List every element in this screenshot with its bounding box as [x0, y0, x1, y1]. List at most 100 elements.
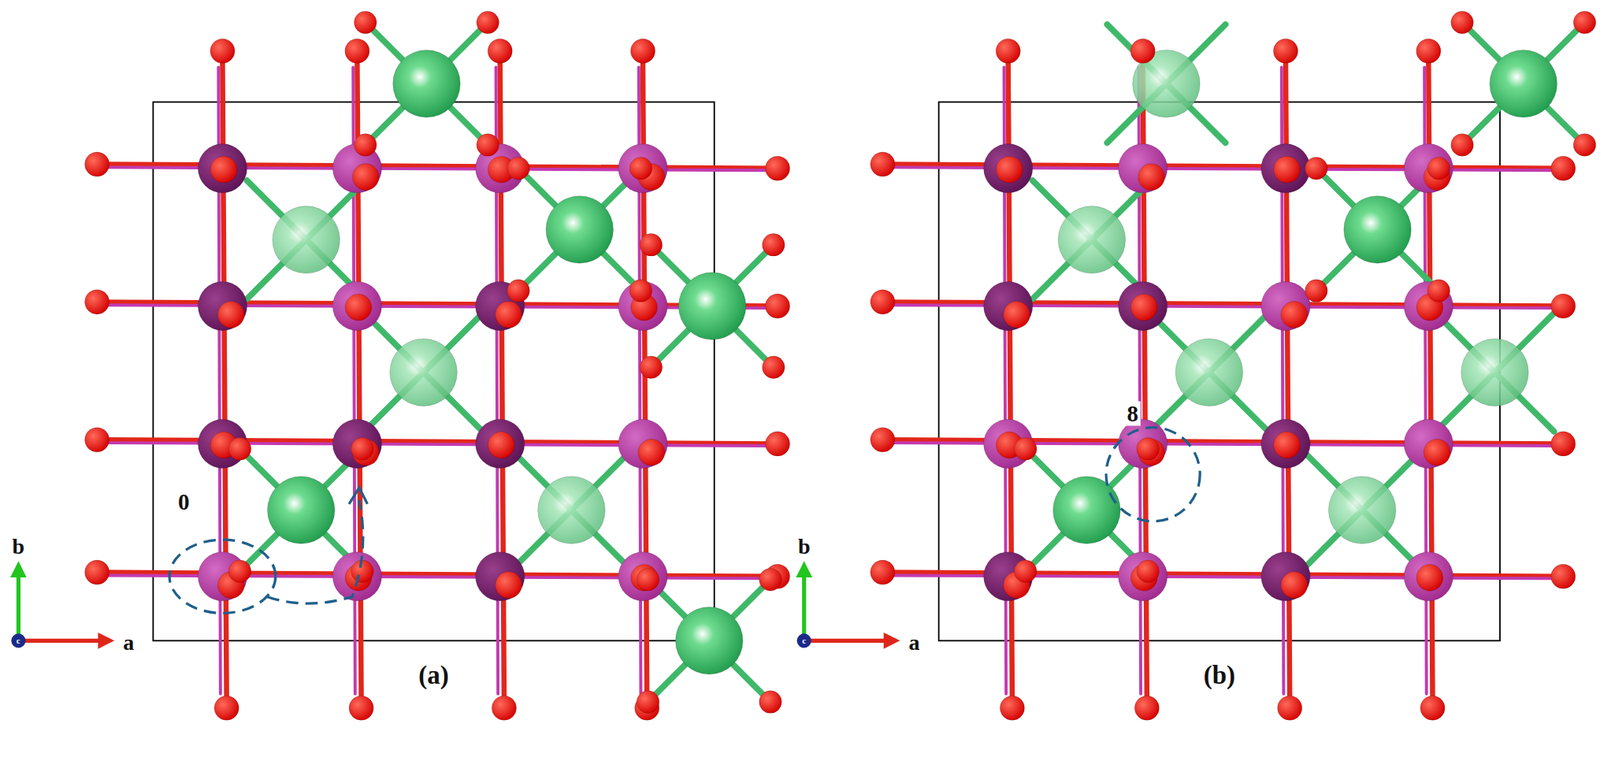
metal-atom [332, 281, 382, 331]
oxygen-atom [1551, 564, 1576, 589]
oxygen-atom [764, 293, 790, 319]
oxygen-atom [1420, 695, 1445, 721]
metal-atom [475, 419, 525, 468]
oxygen-atom [638, 438, 665, 466]
metal-atom [618, 144, 668, 194]
axis-a-head [883, 632, 901, 650]
metal-atom [983, 144, 1033, 194]
oxygen-atom [85, 427, 110, 453]
axis-label: b [798, 535, 811, 558]
oxygen-atom [1427, 279, 1450, 302]
oxygen-atom [354, 11, 377, 34]
axis-label: b [12, 535, 26, 558]
metal-atom [1261, 281, 1311, 331]
oxygen-atom [1416, 38, 1441, 64]
oxygen-atom [351, 438, 374, 461]
oxygen-atom [1273, 155, 1301, 183]
oxygen-atom [1551, 155, 1576, 181]
cation-atom [389, 338, 457, 406]
oxygen-atom [1013, 438, 1036, 461]
metal-atom [1118, 552, 1168, 602]
metal-atom [1261, 419, 1311, 468]
oxygen-atom [214, 695, 239, 721]
oxygen-atom [870, 152, 895, 177]
oxygen-atom [85, 152, 110, 177]
oxygen-atom [1423, 438, 1451, 466]
oxygen-atom [759, 567, 782, 591]
oxygen-atom [351, 560, 374, 583]
metal-atom [197, 281, 247, 331]
metal-atom [1118, 144, 1168, 194]
oxygen-atom [1273, 38, 1298, 64]
callout-number: 8 [1124, 400, 1142, 426]
axis-a [22, 638, 103, 643]
oxygen-atom [999, 695, 1025, 721]
cation-atom [675, 607, 743, 675]
oxygen-atom [1273, 431, 1301, 459]
oxygen-atom [210, 155, 238, 183]
oxygen-atom [1551, 431, 1576, 457]
oxygen-atom [1451, 133, 1474, 156]
axis-label: a [909, 631, 921, 654]
cation-atom [267, 476, 335, 544]
callout-number: 0 [175, 490, 193, 515]
cation-atom [1343, 196, 1411, 264]
axis-label: c [801, 636, 806, 646]
oxygen-atom [870, 427, 895, 453]
oxygen-atom [228, 438, 251, 461]
oxygen-atom [228, 560, 251, 583]
oxygen-atom [1416, 564, 1444, 591]
oxygen-atom [870, 560, 895, 585]
oxygen-atom [636, 567, 659, 591]
oxygen-atom [1130, 293, 1158, 321]
metal-atom [197, 144, 247, 194]
oxygen-atom [1138, 163, 1166, 191]
axis-label: c [16, 636, 21, 646]
oxygen-atom [348, 695, 374, 721]
oxygen-atom [1277, 695, 1303, 721]
metal-atom [1118, 281, 1168, 331]
oxygen-atom [1134, 695, 1159, 721]
oxygen-atom [1573, 133, 1596, 156]
site-path [267, 500, 363, 604]
site-marker [169, 539, 276, 613]
cation-atom [1489, 49, 1557, 117]
cation-atom [272, 206, 340, 274]
oxygen-atom [762, 356, 785, 379]
oxygen-atom [476, 133, 499, 156]
panel-label: (a) [418, 662, 449, 689]
metal-atom [1261, 552, 1311, 602]
cation-atom [1053, 476, 1121, 544]
axis-c [11, 633, 26, 648]
oxygen-atom [495, 301, 523, 329]
metal-atom [475, 552, 525, 602]
cation-atom [1058, 206, 1125, 274]
oxygen-atom [354, 133, 377, 156]
axis-a-head [97, 632, 115, 650]
oxygen-atom [1305, 156, 1328, 179]
oxygen-atom [764, 155, 790, 181]
metal-atom [983, 281, 1033, 331]
site-arrow [348, 487, 368, 505]
metal-atom [1403, 419, 1453, 468]
oxygen-atom [507, 279, 530, 302]
axis-b-head [10, 560, 27, 578]
cation-atom [678, 272, 746, 340]
oxygen-atom [1551, 293, 1576, 319]
oxygen-atom [759, 690, 782, 713]
metal-atom [1403, 144, 1453, 194]
cation-atom [1328, 476, 1396, 544]
cation-atom [538, 476, 606, 544]
oxygen-atom [507, 156, 530, 179]
cation-atom [545, 196, 613, 264]
metal-atom [1118, 419, 1168, 468]
oxygen-atom [210, 38, 235, 64]
oxygen-atom [995, 155, 1023, 183]
oxygen-atom [491, 695, 517, 721]
oxygen-atom [476, 11, 499, 34]
oxygen-atom [1130, 38, 1155, 64]
oxygen-atom [1451, 11, 1474, 34]
oxygen-atom [1136, 438, 1159, 461]
axis-c [797, 633, 812, 648]
